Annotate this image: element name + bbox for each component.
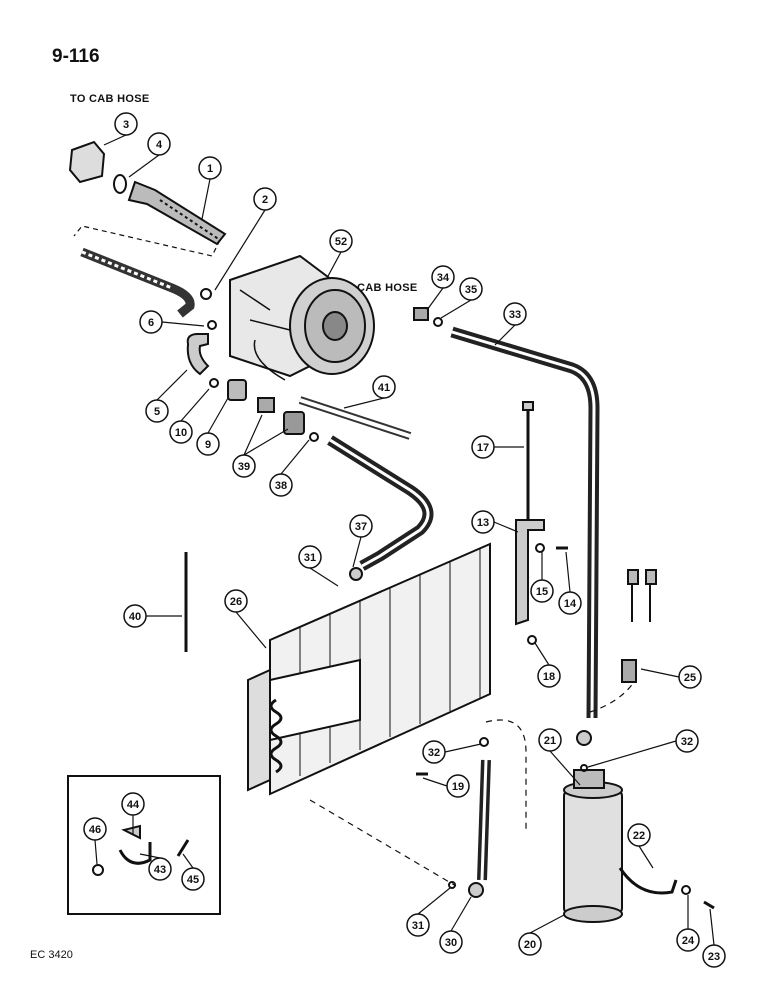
callout-10: 10 xyxy=(169,420,193,444)
svg-text:17: 17 xyxy=(477,442,489,454)
callout-22: 22 xyxy=(627,823,651,847)
callout-3: 3 xyxy=(114,112,138,136)
callout-41: 41 xyxy=(372,375,396,399)
callout-23: 23 xyxy=(702,944,726,968)
callout-14: 14 xyxy=(558,591,582,615)
svg-text:32: 32 xyxy=(681,736,693,748)
svg-text:37: 37 xyxy=(355,521,367,533)
callout-25: 25 xyxy=(678,665,702,689)
callout-43: 43 xyxy=(148,857,172,881)
callout-4: 4 xyxy=(147,132,171,156)
callout-18: 18 xyxy=(537,664,561,688)
compressor-52 xyxy=(229,254,375,378)
svg-text:31: 31 xyxy=(412,920,424,932)
svg-text:34: 34 xyxy=(437,272,450,284)
svg-text:46: 46 xyxy=(89,824,101,836)
svg-text:1: 1 xyxy=(207,163,213,175)
svg-text:40: 40 xyxy=(129,611,141,623)
svg-text:33: 33 xyxy=(509,309,521,321)
callout-30: 30 xyxy=(439,930,463,954)
svg-text:35: 35 xyxy=(465,284,477,296)
to-cab-hose-label-left: TO CAB HOSE xyxy=(70,93,150,105)
svg-text:4: 4 xyxy=(156,139,163,151)
callout-5: 5 xyxy=(145,399,169,423)
nut-3 xyxy=(68,140,106,184)
callout-26: 26 xyxy=(224,589,248,613)
svg-text:2: 2 xyxy=(262,194,268,206)
svg-text:15: 15 xyxy=(536,586,548,598)
callout-9: 9 xyxy=(196,432,220,456)
callout-2: 2 xyxy=(253,187,277,211)
callout-13: 13 xyxy=(471,510,495,534)
callout-1: 1 xyxy=(198,156,222,180)
svg-text:44: 44 xyxy=(127,799,140,811)
callout-19: 19 xyxy=(446,774,470,798)
svg-text:5: 5 xyxy=(154,406,160,418)
callout-39: 39 xyxy=(232,454,256,478)
condenser-26 xyxy=(247,542,491,796)
callout-40: 40 xyxy=(123,604,147,628)
svg-text:45: 45 xyxy=(187,874,199,886)
callout-45: 45 xyxy=(181,867,205,891)
callout-46: 46 xyxy=(83,817,107,841)
callout-37: 37 xyxy=(349,514,373,538)
svg-text:32: 32 xyxy=(428,747,440,759)
svg-text:22: 22 xyxy=(633,830,645,842)
page-number: 9-116 xyxy=(52,46,100,67)
svg-text:14: 14 xyxy=(564,598,577,610)
receiver-drier-20 xyxy=(563,769,623,923)
callouts: 1 2 3 4 5 6 9 10 13 14 15 17 18 19 20 21… xyxy=(83,112,726,968)
svg-text:38: 38 xyxy=(275,480,287,492)
svg-text:20: 20 xyxy=(524,939,536,951)
callout-24: 24 xyxy=(676,928,700,952)
svg-text:43: 43 xyxy=(154,864,166,876)
callout-33: 33 xyxy=(503,302,527,326)
svg-text:41: 41 xyxy=(378,382,390,394)
callout-6: 6 xyxy=(139,310,163,334)
svg-text:39: 39 xyxy=(238,461,250,473)
svg-text:19: 19 xyxy=(452,781,464,793)
svg-text:52: 52 xyxy=(335,236,347,248)
callout-52: 52 xyxy=(329,229,353,253)
svg-text:21: 21 xyxy=(544,735,556,747)
svg-text:6: 6 xyxy=(148,317,154,329)
callout-44: 44 xyxy=(121,792,145,816)
callout-32-right: 32 xyxy=(675,729,699,753)
oring-4 xyxy=(113,174,127,194)
footer-code: EC 3420 xyxy=(30,949,73,961)
callout-20: 20 xyxy=(518,932,542,956)
callout-32-left: 32 xyxy=(422,740,446,764)
svg-text:25: 25 xyxy=(684,672,696,684)
svg-text:3: 3 xyxy=(123,119,129,131)
svg-text:23: 23 xyxy=(708,951,720,963)
callout-31-upper: 31 xyxy=(298,545,322,569)
callout-21: 21 xyxy=(538,728,562,752)
svg-text:24: 24 xyxy=(682,935,695,947)
svg-text:13: 13 xyxy=(477,517,489,529)
callout-31-lower: 31 xyxy=(406,913,430,937)
svg-text:30: 30 xyxy=(445,937,457,949)
callout-15: 15 xyxy=(530,579,554,603)
callout-35: 35 xyxy=(459,277,483,301)
leader-lines xyxy=(94,134,715,946)
callout-34: 34 xyxy=(431,265,455,289)
callout-17: 17 xyxy=(471,435,495,459)
svg-text:9: 9 xyxy=(205,439,211,451)
callout-38: 38 xyxy=(269,473,293,497)
svg-text:26: 26 xyxy=(230,596,242,608)
svg-text:10: 10 xyxy=(175,427,187,439)
svg-text:18: 18 xyxy=(543,671,555,683)
svg-text:31: 31 xyxy=(304,552,316,564)
